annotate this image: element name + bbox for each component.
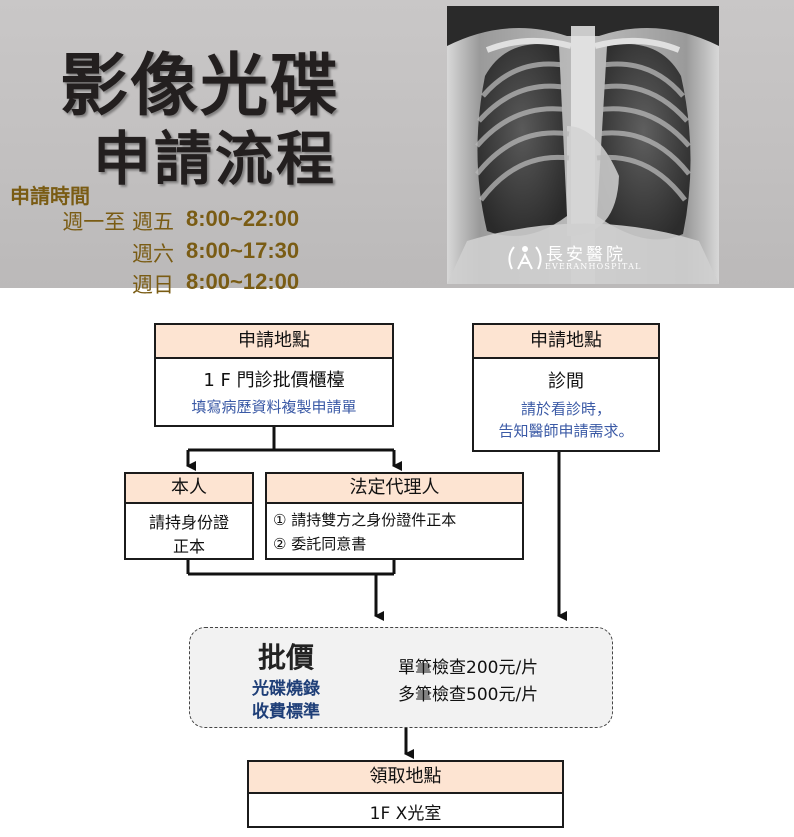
right-location-header: 申請地點 bbox=[474, 325, 658, 359]
left-location-header: 申請地點 bbox=[156, 325, 392, 359]
self-line1: 請持身份證 bbox=[124, 509, 254, 533]
agent-header: 法定代理人 bbox=[267, 474, 522, 504]
billing-sub1: 光碟燒錄 bbox=[226, 674, 346, 699]
right-location-line3: 告知醫師申請需求。 bbox=[472, 420, 660, 441]
right-location-line1: 診間 bbox=[472, 367, 660, 393]
billing-sub2: 收費標準 bbox=[226, 697, 346, 722]
billing-title: 批價 bbox=[236, 636, 336, 676]
self-line2: 正本 bbox=[124, 533, 254, 557]
billing-fee1: 單筆檢查200元/片 bbox=[398, 653, 538, 678]
pickup-header: 領取地點 bbox=[249, 762, 562, 794]
left-location-line1: 1 F 門診批價櫃檯 bbox=[154, 366, 394, 392]
agent-item1: ① 請持雙方之身份證件正本 bbox=[273, 509, 456, 530]
pickup-line1: 1F X光室 bbox=[247, 799, 564, 824]
right-location-line2: 請於看診時， bbox=[472, 398, 660, 419]
self-header: 本人 bbox=[126, 474, 252, 504]
billing-fee2: 多筆檢查500元/片 bbox=[398, 680, 538, 705]
agent-item2: ② 委託同意書 bbox=[273, 533, 366, 554]
left-location-line2: 填寫病歷資料複製申請單 bbox=[154, 396, 394, 417]
